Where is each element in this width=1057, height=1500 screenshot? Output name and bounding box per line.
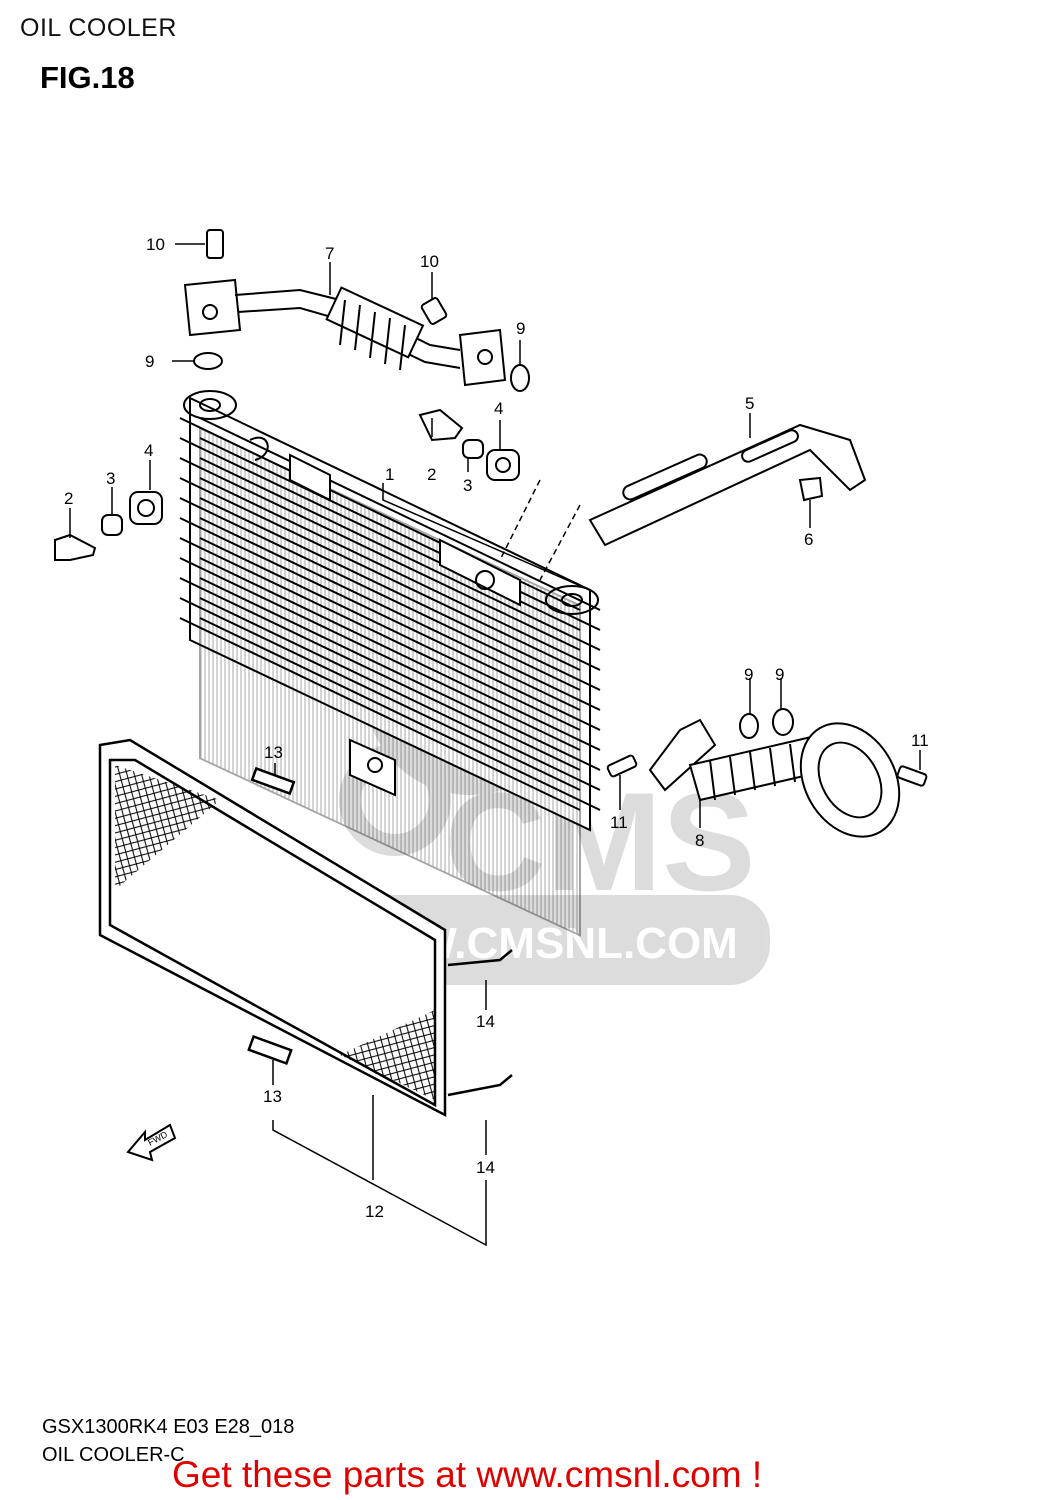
callout-2b: 2 <box>427 465 436 484</box>
fasteners <box>54 229 928 787</box>
callout-14b: 14 <box>476 1158 495 1177</box>
callout-1: 1 <box>385 465 394 484</box>
callout-9c: 9 <box>744 665 753 684</box>
callout-4a: 4 <box>144 441 153 460</box>
callouts: 1 2 2 3 3 4 4 5 6 7 8 9 9 9 9 10 10 11 1… <box>64 235 929 1221</box>
callout-13a: 13 <box>264 743 283 762</box>
diagram-name: OIL COOLER-C <box>42 1444 185 1466</box>
callout-5: 5 <box>745 394 754 413</box>
parts-link[interactable]: Get these parts at www.cmsnl.com ! <box>172 1454 763 1495</box>
page-title: OIL COOLER <box>20 14 177 42</box>
figure-number: FIG.18 <box>40 60 135 95</box>
oil-hose-lower <box>648 718 901 838</box>
callout-12: 12 <box>365 1202 384 1221</box>
callout-14a: 14 <box>476 1012 495 1031</box>
mounting-bracket <box>588 423 867 547</box>
callout-10a: 10 <box>146 235 165 254</box>
callout-6: 6 <box>804 530 813 549</box>
model-code: GSX1300RK4 E03 E28_018 <box>42 1416 295 1438</box>
callout-3a: 3 <box>106 469 115 488</box>
callout-9b: 9 <box>516 319 525 338</box>
callout-3b: 3 <box>463 476 472 495</box>
callout-4b: 4 <box>494 399 503 418</box>
callout-10b: 10 <box>420 252 439 271</box>
callout-8: 8 <box>695 831 704 850</box>
oil-cooler-core <box>179 390 601 937</box>
cooler-guard <box>98 738 513 1118</box>
callout-9d: 9 <box>775 665 784 684</box>
callout-11a: 11 <box>610 813 628 832</box>
callout-13b: 13 <box>263 1087 282 1106</box>
callout-11b: 11 <box>911 731 929 750</box>
callout-9a: 9 <box>145 352 154 371</box>
oil-pipe-upper <box>183 278 507 387</box>
fwd-arrow-icon: FWD <box>126 1123 177 1162</box>
callout-7: 7 <box>325 244 334 263</box>
leader-lines <box>69 243 921 1247</box>
callout-2a: 2 <box>64 489 73 508</box>
